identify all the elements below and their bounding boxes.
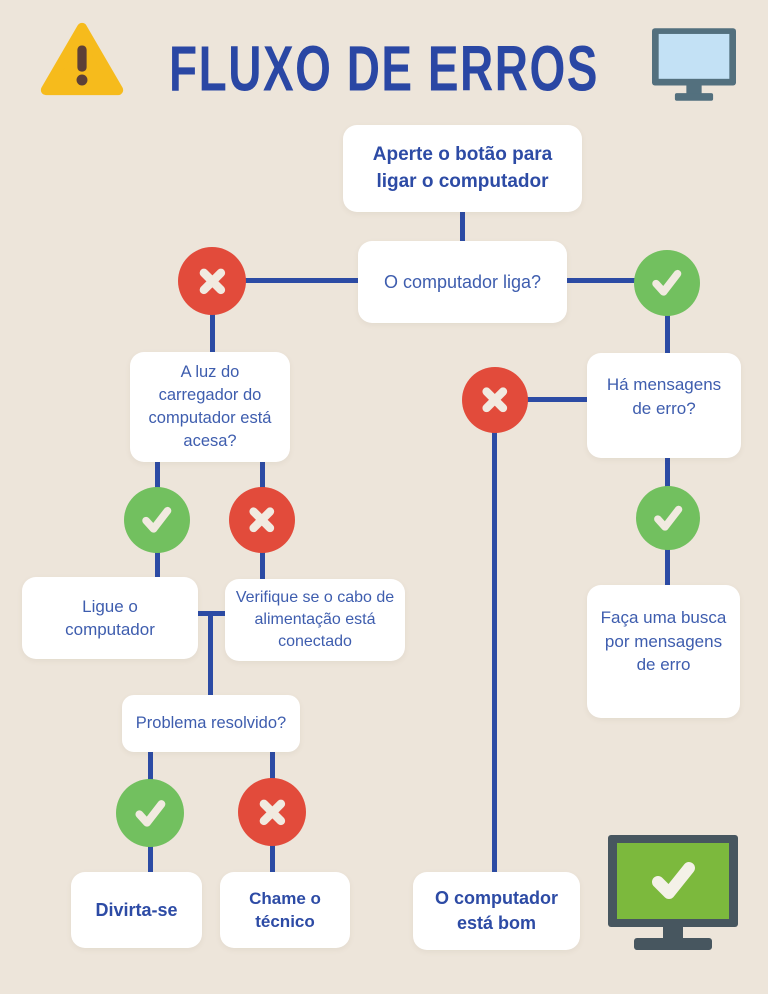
- flow-node-search-messages: Faça uma busca por mensagens de erro: [587, 585, 740, 718]
- connector-line: [270, 750, 275, 783]
- connector-line: [155, 460, 160, 493]
- cross-icon: [482, 387, 508, 413]
- flow-node-computer-turns-on: O computador liga?: [358, 241, 567, 323]
- flow-node-error-messages: Há mensagens de erro?: [587, 353, 741, 458]
- check-icon: [135, 799, 165, 827]
- cross-icon: [249, 507, 275, 533]
- flow-node-turn-on: Ligue o computador: [22, 577, 198, 659]
- cross-badge: [462, 367, 528, 433]
- connector-line: [212, 278, 360, 283]
- monitor-ok-icon: [608, 835, 738, 950]
- connector-line: [665, 456, 670, 489]
- connector-line: [155, 549, 160, 579]
- check-badge: [124, 487, 190, 553]
- check-icon: [652, 270, 682, 296]
- connector-line: [148, 750, 153, 783]
- connector-line: [148, 843, 153, 874]
- check-icon: [653, 505, 683, 531]
- connector-line: [210, 310, 215, 354]
- monitor-icon: [652, 28, 736, 101]
- cross-icon: [199, 268, 225, 294]
- connector-line: [460, 210, 465, 244]
- warning-icon: [40, 22, 124, 96]
- check-badge: [116, 779, 184, 847]
- connector-line: [565, 278, 667, 283]
- connector-line: [525, 397, 589, 402]
- check-icon: [142, 507, 172, 533]
- connector-line: [260, 460, 265, 493]
- connector-line: [270, 843, 275, 874]
- flow-node-computer-ok: O computador está bom: [413, 872, 580, 950]
- flow-node-check-cable: Verifique se o cabo de alimentação está …: [225, 579, 405, 661]
- cross-badge: [238, 778, 306, 846]
- cross-icon: [259, 799, 285, 825]
- cross-badge: [178, 247, 246, 315]
- page-title: FLUXO DE ERROS: [169, 31, 599, 105]
- check-badge: [636, 486, 700, 550]
- flow-node-have-fun: Divirta-se: [71, 872, 202, 948]
- connector-line: [492, 400, 497, 874]
- connector-line: [665, 312, 670, 355]
- flow-node-start: Aperte o botão para ligar o computador: [343, 125, 582, 212]
- flow-node-charger-light: A luz do carregador do computador está a…: [130, 352, 290, 462]
- flow-node-call-technician: Chame o técnico: [220, 872, 350, 948]
- connector-line: [665, 547, 670, 587]
- connector-line: [208, 611, 213, 697]
- flow-node-problem-solved: Problema resolvido?: [122, 695, 300, 752]
- check-badge: [634, 250, 700, 316]
- cross-badge: [229, 487, 295, 553]
- connector-line: [260, 549, 265, 579]
